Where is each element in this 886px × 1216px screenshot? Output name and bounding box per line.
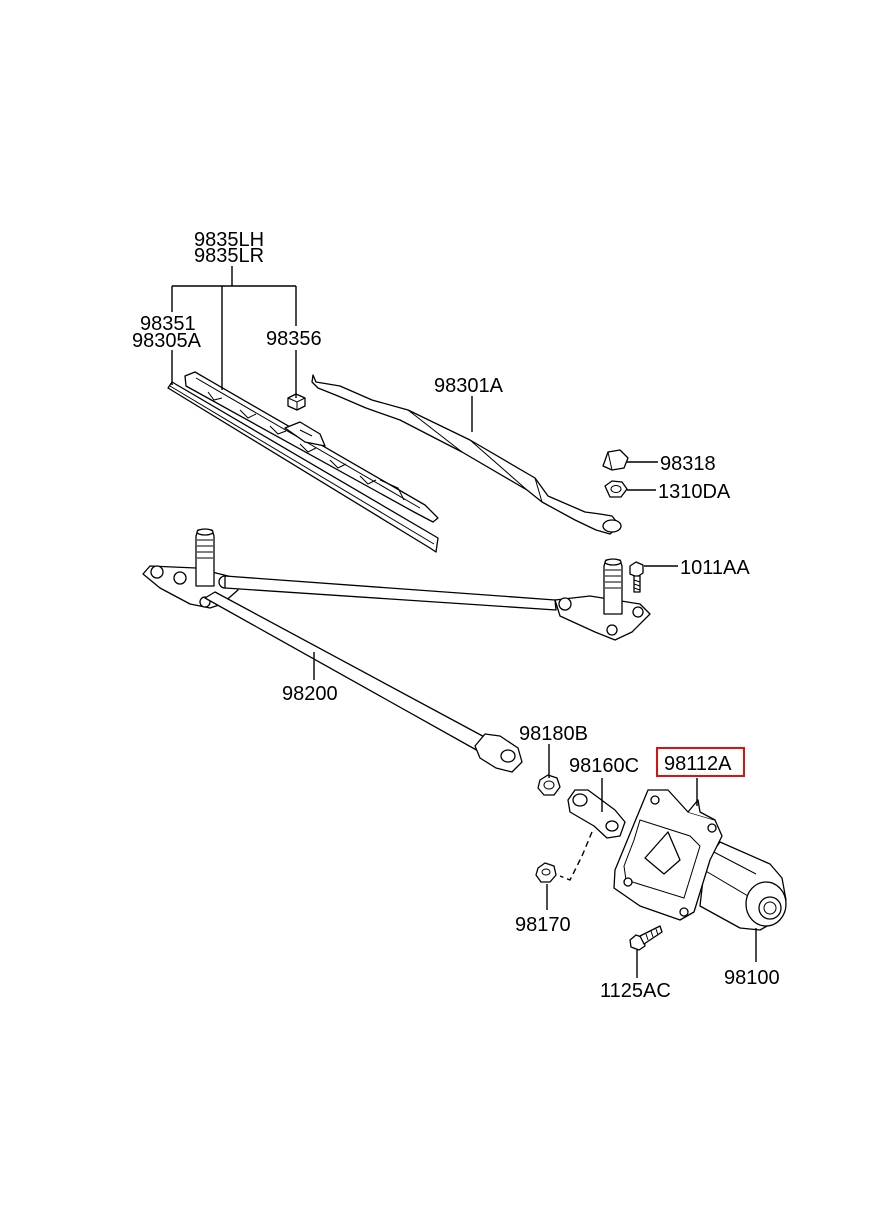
leader-lines — [171, 266, 757, 978]
wiper-arm-98301A[interactable] — [311, 374, 622, 535]
label-98100[interactable]: 98100 — [724, 967, 780, 989]
nut-98170[interactable] — [535, 862, 557, 883]
label-98301A[interactable]: 98301A — [434, 375, 504, 397]
label-98318[interactable]: 98318 — [660, 453, 716, 475]
label-9835LH[interactable]: 9835LH — [194, 229, 264, 251]
crank-arm-98160C[interactable] — [567, 789, 626, 839]
label-1310DA[interactable]: 1310DA — [658, 481, 731, 503]
label-1011AA[interactable]: 1011AA — [680, 557, 750, 579]
bracket-98112A[interactable] — [613, 789, 723, 921]
label-98170[interactable]: 98170 — [515, 914, 571, 936]
label-98351[interactable]: 98351 — [140, 313, 196, 335]
label-98200[interactable]: 98200 — [282, 683, 338, 705]
part-labels: 9835LH 9835LR 98351 98305A 98356 98301A … — [132, 229, 780, 1002]
nut-1310DA[interactable] — [604, 480, 628, 498]
label-9835LR[interactable]: 9835LR — [194, 245, 264, 267]
motor-98100[interactable] — [699, 841, 787, 931]
label-98112A[interactable]: 98112A — [664, 753, 732, 775]
label-1125AC[interactable]: 1125AC — [600, 980, 671, 1002]
label-98180B[interactable]: 98180B — [519, 723, 588, 745]
highlight-box-98112A — [656, 747, 745, 777]
wiper-blade-assembly[interactable] — [167, 371, 439, 553]
bolt-1011AA[interactable] — [629, 561, 644, 593]
linkage-98200[interactable] — [142, 528, 651, 773]
cap-98318[interactable] — [602, 449, 629, 471]
label-98305A[interactable]: 98305A — [132, 330, 202, 352]
label-98160C[interactable]: 98160C — [569, 755, 639, 777]
bolt-1125AC[interactable] — [629, 925, 663, 951]
label-98356[interactable]: 98356 — [266, 328, 322, 350]
